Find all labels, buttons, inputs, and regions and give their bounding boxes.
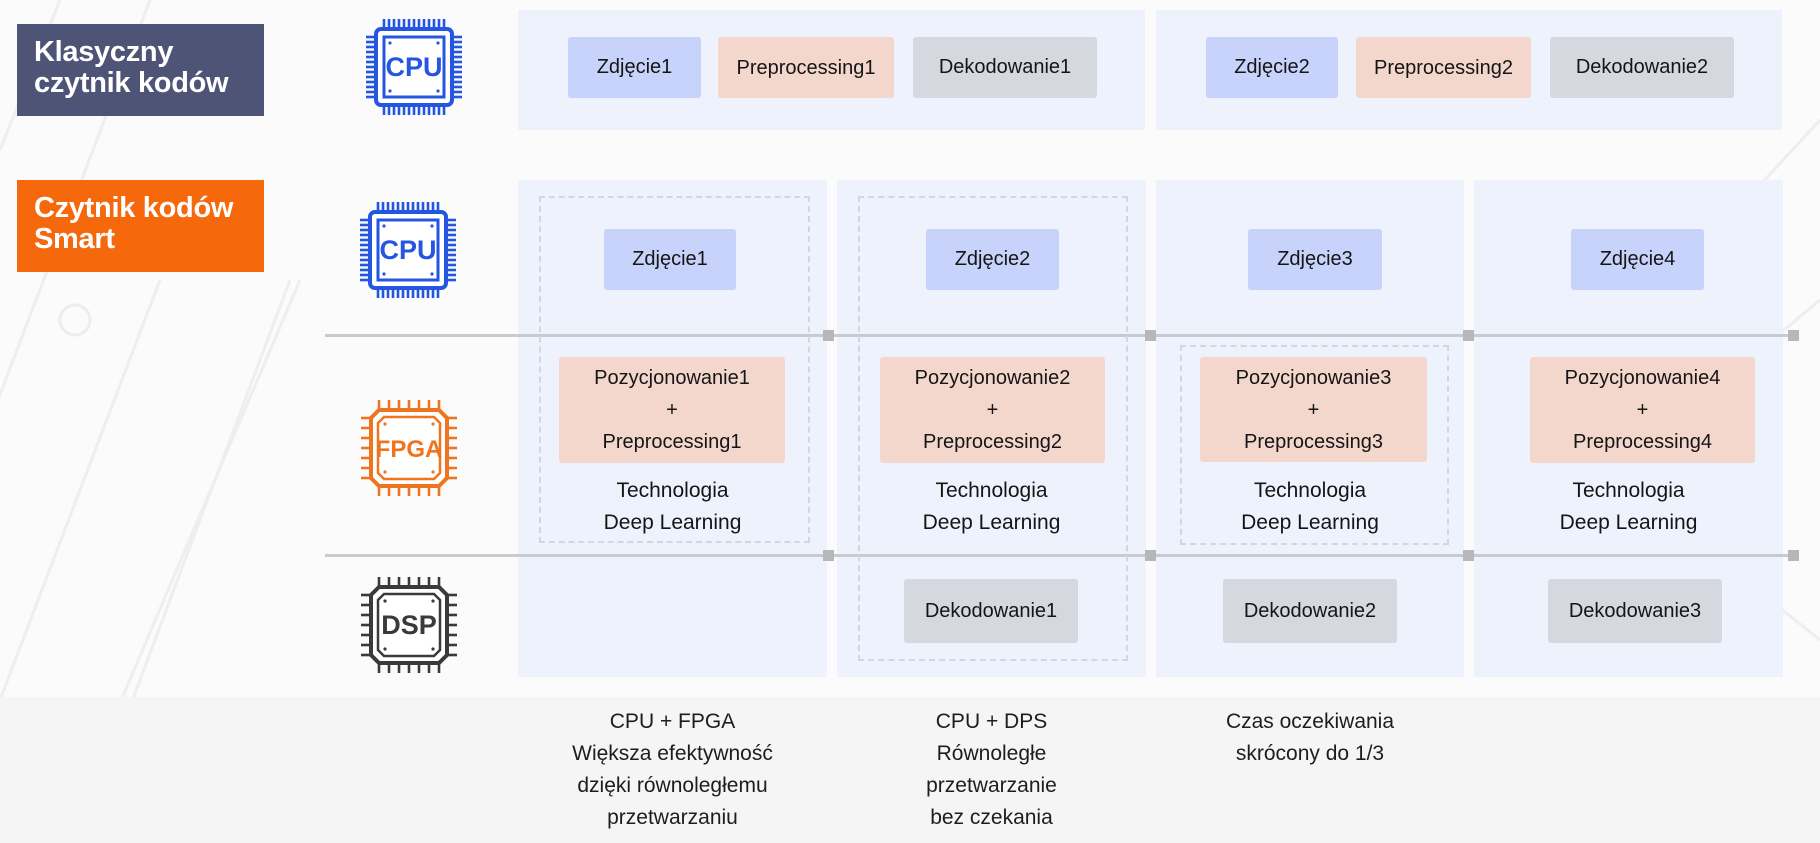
smart-positioning-box: Pozycjonowanie3 + Preprocessing3 (1200, 357, 1427, 462)
smart-positioning-box: Pozycjonowanie2 + Preprocessing2 (880, 357, 1105, 463)
fpga-chip-icon: FPGA (361, 400, 457, 496)
cpu-chip-icon: CPU (360, 202, 456, 298)
classic-label-line2: czytnik kodów (34, 67, 229, 99)
deep-learning-caption: Technologia Deep Learning (518, 475, 827, 539)
separator-marker (1463, 330, 1474, 341)
smart-label-line2: Smart (34, 223, 115, 255)
cpu-chip-label: CPU (385, 52, 442, 82)
smart-decoding-box: Dekodowanie2 (1223, 579, 1397, 643)
tech-line2: Deep Learning (922, 511, 1061, 534)
separator-marker (1463, 550, 1474, 561)
smart-image-box: Zdjęcie4 (1571, 229, 1704, 290)
tech-line1: Technologia (616, 479, 729, 502)
dsp-chip-icon: DSP (361, 577, 457, 673)
separator-marker (1145, 550, 1156, 561)
smart-label-line1: Czytnik kodów (34, 192, 234, 224)
positioning-label: Pozycjonowanie1 (594, 367, 750, 389)
footnote-cpu-dps: CPU + DPS Równoległe przetwarzanie bez c… (837, 706, 1146, 834)
cpu-chip-shape (366, 19, 462, 115)
row-separator-fpga-dsp (325, 554, 1790, 557)
fpga-chip-shape (361, 400, 457, 496)
footnote-line: przetwarzaniu (607, 806, 738, 829)
classic-decoding-box: Dekodowanie2 (1550, 37, 1734, 98)
footnote-line: Równoległe (936, 742, 1047, 765)
preprocessing-label: Preprocessing3 (1244, 430, 1383, 453)
plus-sign: + (666, 399, 678, 421)
footnote-line: CPU + DPS (935, 710, 1048, 733)
positioning-label: Pozycjonowanie3 (1235, 366, 1392, 389)
classic-preprocessing-box: Preprocessing2 (1356, 37, 1531, 98)
smart-positioning-box: Pozycjonowanie4 + Preprocessing4 (1530, 357, 1755, 463)
smart-image-box: Zdjęcie3 (1248, 229, 1382, 290)
classic-image-box: Zdjęcie2 (1206, 37, 1338, 98)
deep-learning-caption: Technologia Deep Learning (837, 475, 1146, 539)
row-separator-cpu-fpga (325, 334, 1790, 337)
classic-reader-label: Klasyczny czytnik kodów (17, 24, 264, 116)
plus-sign: + (1307, 398, 1320, 421)
footnote-wait-time: Czas oczekiwania skrócony do 1/3 (1156, 706, 1464, 770)
preprocessing-label: Preprocessing4 (1573, 431, 1712, 453)
footnote-line: CPU + FPGA (609, 710, 736, 733)
footnote-line: dzięki równoległemu (577, 774, 768, 797)
cpu-chip-shape (360, 202, 456, 298)
footnote-line: Czas oczekiwania (1225, 710, 1395, 733)
separator-marker (1788, 330, 1799, 341)
smart-image-box: Zdjęcie1 (604, 229, 736, 290)
tech-line2: Deep Learning (1241, 511, 1379, 534)
classic-label-line1: Klasyczny (34, 36, 174, 68)
positioning-label: Pozycjonowanie4 (1564, 367, 1721, 389)
footnote-line: Większa efektywność (572, 742, 773, 765)
tech-line1: Technologia (935, 479, 1048, 502)
tech-line1: Technologia (1572, 479, 1685, 502)
dsp-chip-shape (361, 577, 457, 673)
tech-line2: Deep Learning (603, 511, 742, 534)
cpu-chip-icon: CPU (366, 19, 462, 115)
classic-decoding-box: Dekodowanie1 (913, 37, 1097, 98)
pipeline-group-frame-2 (858, 196, 1128, 661)
classic-preprocessing-box: Preprocessing1 (718, 37, 894, 98)
fpga-chip-label: FPGA (376, 436, 443, 463)
smart-image-box: Zdjęcie2 (926, 229, 1059, 290)
deep-learning-caption: Technologia Deep Learning (1156, 475, 1464, 539)
footnote-line: skrócony do 1/3 (1235, 742, 1385, 765)
separator-marker (1145, 330, 1156, 341)
smart-positioning-box: Pozycjonowanie1 + Preprocessing1 (559, 357, 785, 463)
tech-line1: Technologia (1253, 479, 1367, 502)
smart-decoding-box: Dekodowanie3 (1548, 579, 1722, 643)
separator-marker (823, 330, 834, 341)
cpu-chip-label: CPU (379, 235, 436, 265)
preprocessing-label: Preprocessing2 (923, 431, 1062, 453)
classic-image-box: Zdjęcie1 (568, 37, 701, 98)
pipeline-group-frame-3 (1180, 345, 1449, 545)
footnote-cpu-fpga: CPU + FPGA Większa efektywność dzięki ró… (518, 706, 827, 834)
deep-learning-caption: Technologia Deep Learning (1474, 475, 1783, 539)
preprocessing-label: Preprocessing1 (602, 431, 742, 453)
tech-line2: Deep Learning (1559, 511, 1698, 534)
separator-marker (1788, 550, 1799, 561)
plus-sign: + (1636, 399, 1649, 421)
footer-band (0, 697, 1820, 843)
separator-marker (823, 550, 834, 561)
positioning-label: Pozycjonowanie2 (914, 367, 1071, 389)
pipeline-group-frame-1 (539, 196, 810, 543)
smart-decoding-box: Dekodowanie1 (904, 579, 1078, 643)
smart-reader-label: Czytnik kodów Smart (17, 180, 264, 272)
dsp-chip-label: DSP (381, 610, 437, 640)
footnote-line: bez czekania (930, 806, 1053, 829)
footnote-line: przetwarzanie (926, 774, 1057, 797)
plus-sign: + (986, 399, 999, 421)
